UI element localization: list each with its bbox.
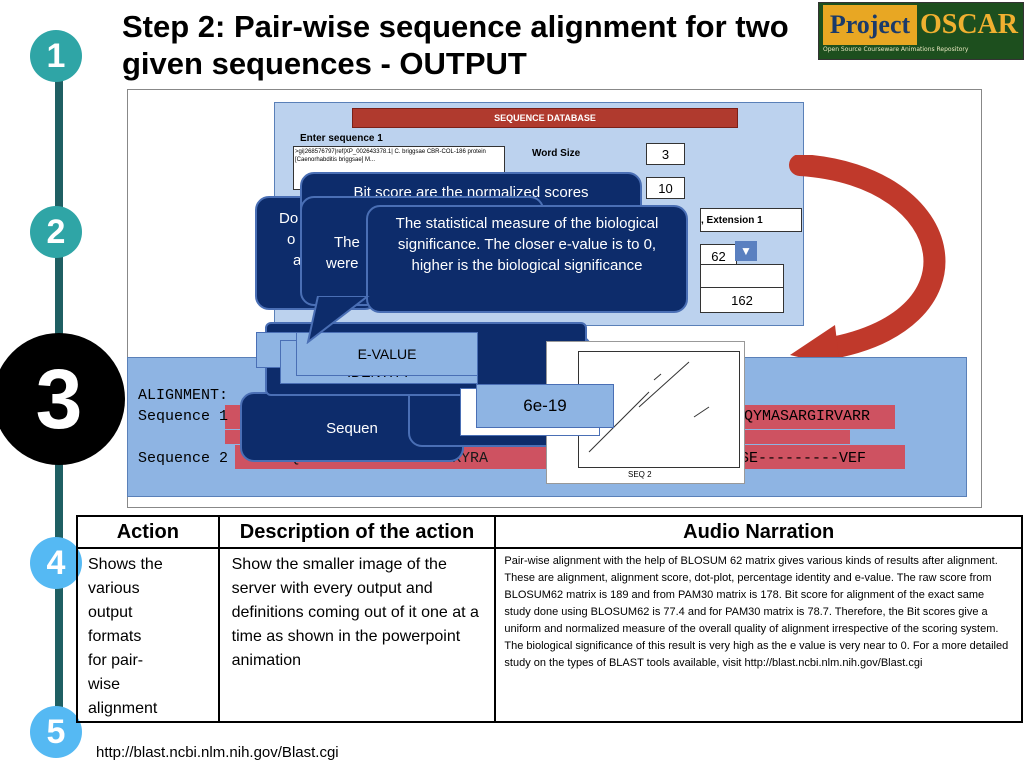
action-line: wise	[88, 676, 121, 693]
sequence-2-label: Sequence 2	[138, 450, 229, 467]
threshold-field[interactable]: 10	[646, 177, 685, 199]
step-5-marker[interactable]: 5	[30, 706, 82, 758]
sequence-1-label: Sequence 1	[138, 408, 229, 425]
description-cell: Show the smaller image of the server wit…	[217, 547, 497, 723]
o-partial-text: o	[287, 231, 296, 248]
slide-title: Step 2: Pair-wise sequence alignment for…	[122, 9, 789, 81]
sequence-2-tail: SE---------VEF	[740, 450, 867, 467]
sequence-partial-text: Sequen	[326, 420, 378, 437]
were-partial-text: were	[326, 255, 359, 272]
dot-plot-axis-label: SEQ 2	[628, 470, 652, 479]
description-header: Description of the action	[217, 515, 497, 549]
action-line: output	[88, 604, 133, 621]
do-partial-text: Do	[279, 210, 299, 227]
extension-field[interactable]: , Extension 1	[700, 208, 802, 232]
action-line: various	[88, 580, 140, 597]
enter-sequence-label: Enter sequence 1	[300, 133, 383, 144]
action-line: alignment	[88, 700, 158, 717]
logo-project-text: Project	[823, 5, 917, 45]
callout-pointer-icon	[306, 296, 370, 344]
step-4-marker[interactable]: 4	[30, 537, 82, 589]
a-partial-text: a	[293, 252, 302, 269]
step-2-marker[interactable]: 2	[30, 206, 82, 258]
project-oscar-logo: Project OSCAR Open Source Courseware Ani…	[818, 2, 1024, 60]
narration-header: Audio Narration	[494, 515, 1023, 549]
action-table: Action Description of the action Audio N…	[76, 515, 1023, 723]
matrix-value-field[interactable]: 162	[700, 287, 784, 313]
action-line: for pair-	[88, 652, 144, 669]
narration-cell: Pair-wise alignment with the help of BLO…	[494, 547, 1023, 723]
sequence-1-tail: DQYMASARGIRVARR	[735, 408, 871, 425]
e-value-label: E-VALUE	[296, 332, 478, 376]
step-1-marker[interactable]: 1	[30, 30, 82, 82]
logo-oscar-text: OSCAR	[919, 9, 1018, 40]
logo-tagline: Open Source Courseware Animations Reposi…	[823, 46, 969, 53]
action-line: Shows the	[88, 556, 163, 573]
the-partial-text: The	[334, 234, 360, 251]
action-cell: Shows the various output formats for pai…	[76, 547, 220, 723]
sequence-database-header: SEQUENCE DATABASE	[352, 108, 738, 128]
alignment-label: ALIGNMENT:	[138, 387, 229, 404]
word-size-field[interactable]: 3	[646, 143, 685, 165]
e-value-number: 6e-19	[476, 384, 614, 428]
action-line: formats	[88, 628, 142, 645]
footer-url-link[interactable]: http://blast.ncbi.nlm.nih.gov/Blast.cgi	[96, 744, 339, 761]
matrix-option-box	[700, 264, 784, 288]
step-3-marker[interactable]: 3	[0, 333, 125, 465]
word-size-label: Word Size	[532, 148, 581, 159]
e-value-definition-callout: The statistical measure of the biologica…	[366, 205, 688, 313]
action-header: Action	[76, 515, 220, 549]
curved-arrow-icon	[789, 155, 946, 367]
chevron-down-icon[interactable]: ▼	[735, 241, 757, 261]
